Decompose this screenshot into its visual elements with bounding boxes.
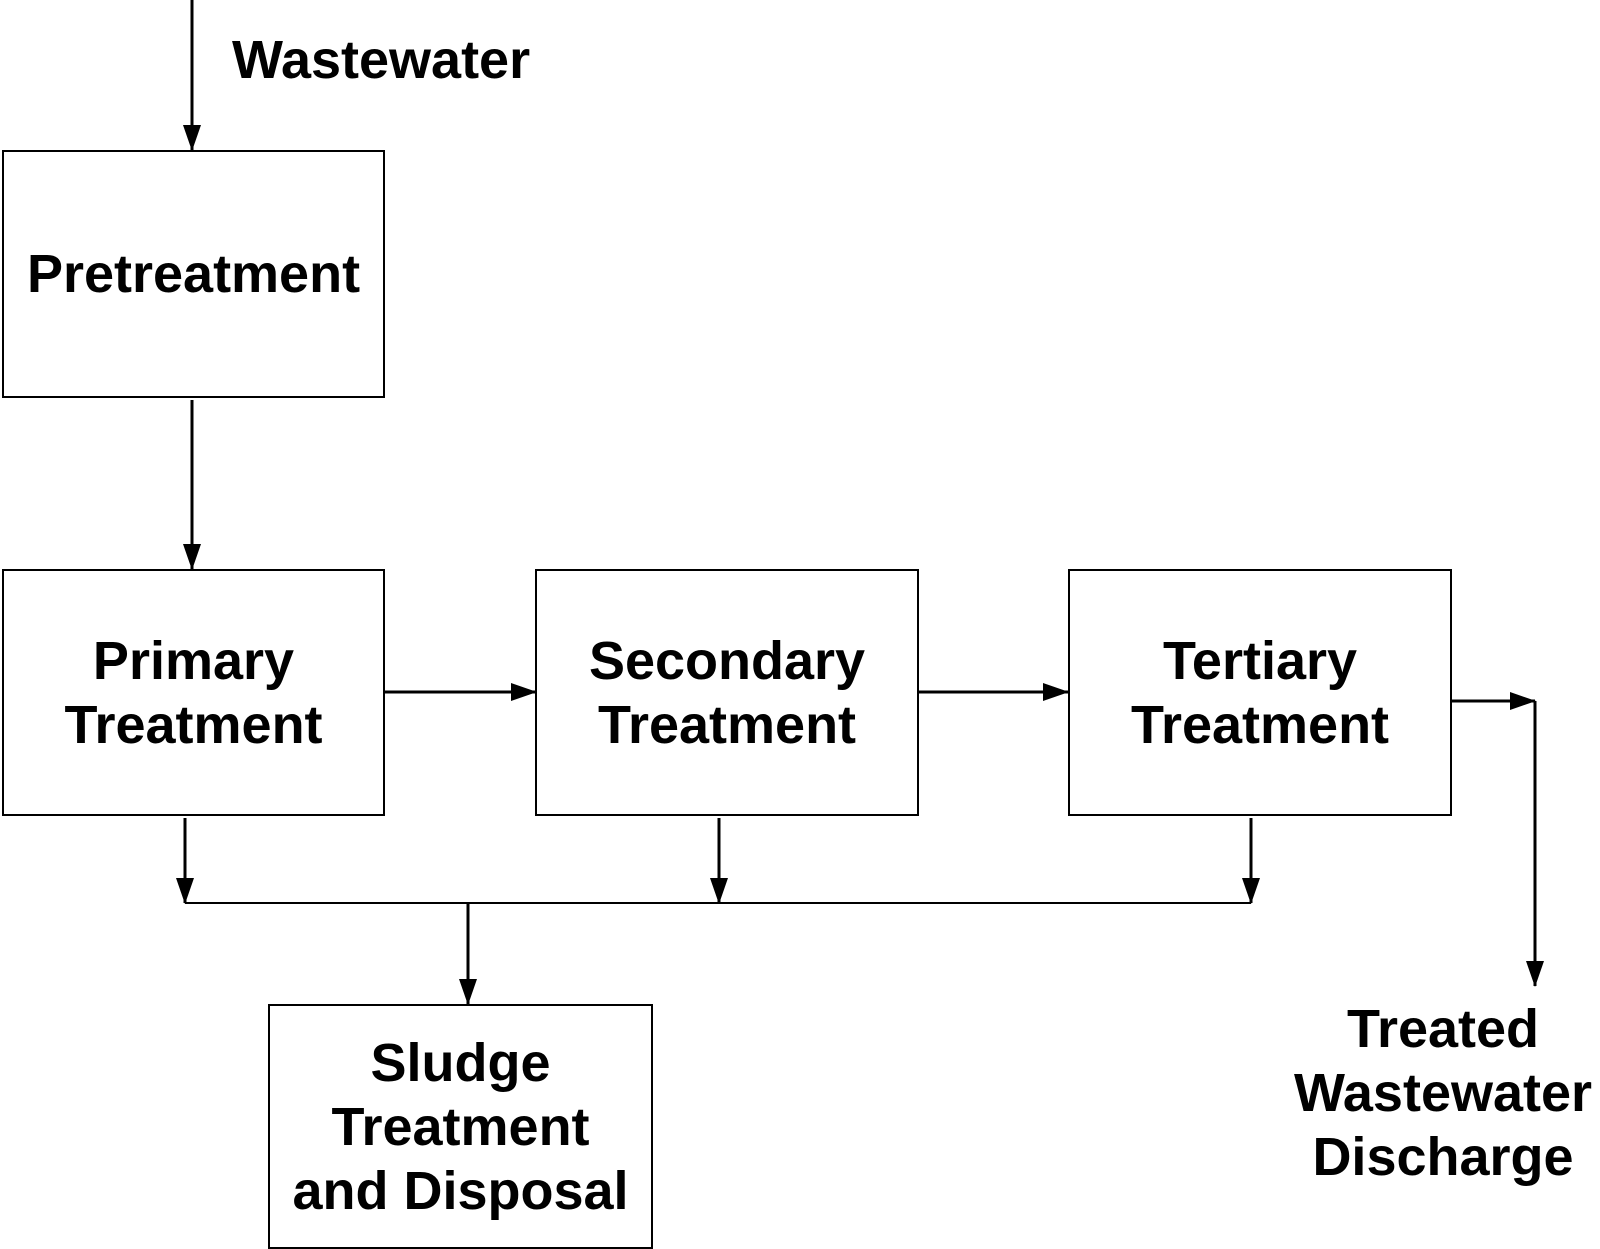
discharge-label-line2: Wastewater <box>1293 1063 1593 1123</box>
sludge-label-line2: Treatment <box>331 1096 590 1157</box>
tertiary-treatment-box: Tertiary Treatment <box>1068 569 1452 816</box>
pretreatment-label: Pretreatment <box>26 244 361 304</box>
tertiary-label-line1: Tertiary <box>1162 630 1358 691</box>
wastewater-label: Wastewater <box>232 28 530 92</box>
sludge-label-line3: and Disposal <box>292 1160 629 1221</box>
primary-label-line2: Treatment <box>64 694 323 755</box>
sludge-label-line1: Sludge <box>370 1032 551 1093</box>
wastewater-label-text: Wastewater <box>232 30 531 90</box>
tertiary-label-line2: Treatment <box>1130 694 1390 755</box>
secondary-treatment-box: Secondary Treatment <box>535 569 919 816</box>
secondary-label-line2: Treatment <box>597 694 857 755</box>
discharge-label-line3: Discharge <box>1312 1127 1574 1187</box>
primary-label-line1: Primary <box>92 630 295 691</box>
secondary-label-line1: Secondary <box>588 630 866 691</box>
treated-discharge-label: Treated Wastewater Discharge <box>1290 997 1596 1189</box>
sludge-treatment-box: Sludge Treatment and Disposal <box>268 1004 653 1249</box>
discharge-label-line1: Treated <box>1346 999 1540 1059</box>
primary-treatment-box: Primary Treatment <box>2 569 385 816</box>
pretreatment-box: Pretreatment <box>2 150 385 398</box>
